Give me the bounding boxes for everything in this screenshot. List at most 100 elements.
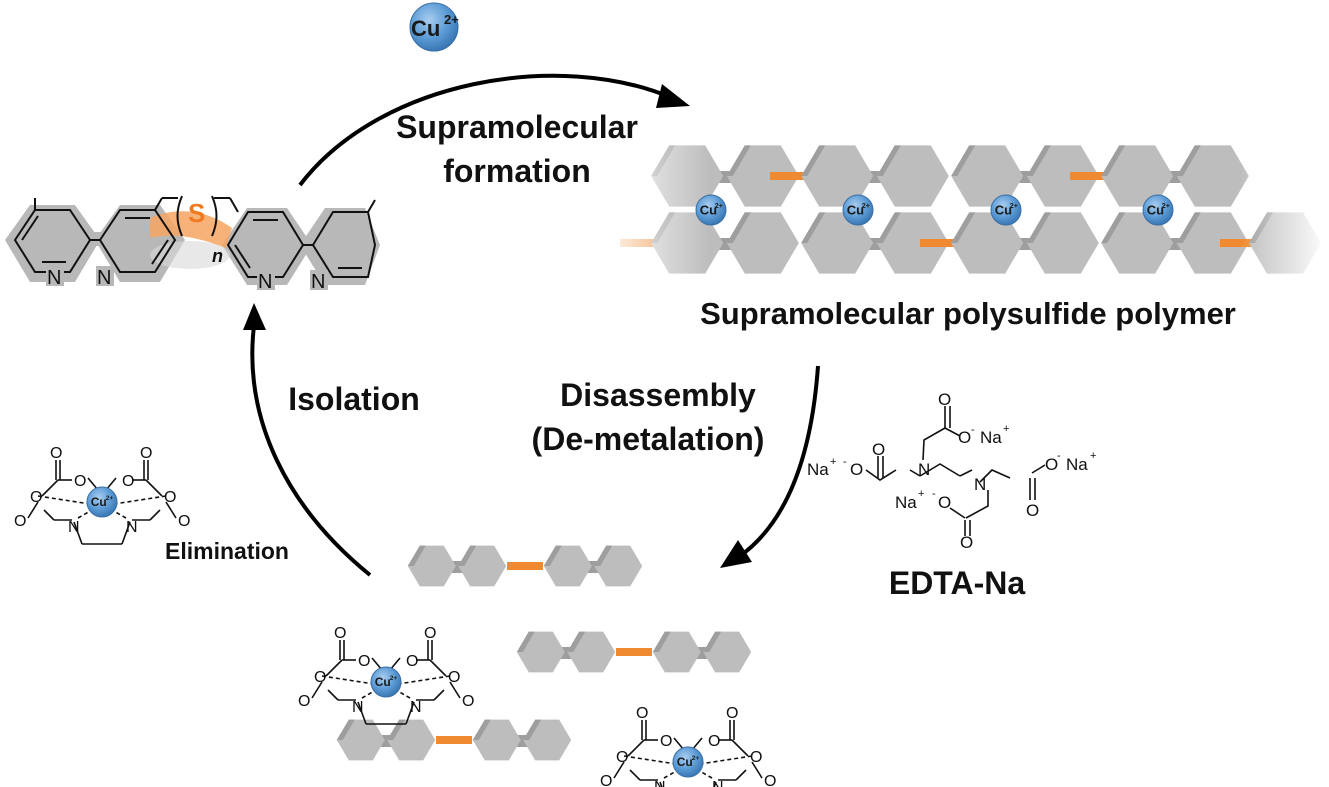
bipyridine-unit xyxy=(951,212,1099,274)
pyridine-ring xyxy=(458,545,507,587)
isolation-arrow xyxy=(250,317,372,577)
svg-text:Cu: Cu xyxy=(995,203,1012,218)
svg-text:O: O xyxy=(660,733,672,750)
pyridine-ring xyxy=(951,212,1024,274)
bipyridine-unit xyxy=(1101,145,1249,207)
svg-text:N: N xyxy=(918,460,930,479)
svg-text:Na: Na xyxy=(1066,455,1088,474)
svg-text:Cu: Cu xyxy=(375,675,391,689)
svg-text:Cu: Cu xyxy=(677,755,693,769)
pyridine-ring xyxy=(726,212,799,274)
svg-text:O: O xyxy=(50,445,62,462)
svg-text:O: O xyxy=(708,733,720,750)
pyridine-ring xyxy=(951,145,1024,207)
pyridine-ring xyxy=(1176,212,1249,274)
svg-text:O: O xyxy=(334,625,346,642)
svg-text:O: O xyxy=(462,693,474,710)
svg-text:O: O xyxy=(616,749,628,766)
pyridine-ring xyxy=(543,545,592,587)
svg-text:O: O xyxy=(358,653,370,670)
svg-text:-: - xyxy=(843,456,847,468)
polysulfide-linker xyxy=(436,736,472,744)
svg-text:O: O xyxy=(872,440,885,459)
svg-text:+: + xyxy=(918,488,924,500)
svg-text:O: O xyxy=(750,749,762,766)
pyridine-ring xyxy=(876,145,949,207)
svg-text:N: N xyxy=(68,519,80,536)
free-monomer xyxy=(516,631,752,673)
svg-text:+: + xyxy=(1003,423,1009,435)
bipyridine-unit xyxy=(407,545,507,587)
polysulfide-linker xyxy=(507,562,543,570)
sulfur-atom: S xyxy=(188,198,205,228)
svg-text:Cu: Cu xyxy=(91,495,107,509)
svg-text:O: O xyxy=(406,653,418,670)
pyridine-ring xyxy=(594,545,643,587)
svg-text:Cu: Cu xyxy=(1147,203,1164,218)
svg-text:O: O xyxy=(938,390,951,409)
bipyridine-unit xyxy=(951,145,1099,207)
svg-text:O: O xyxy=(850,460,863,479)
svg-text:O: O xyxy=(600,773,612,787)
cu-ion: Cu2+ xyxy=(1142,194,1174,226)
pyridine-ring xyxy=(523,719,572,761)
svg-text:Na: Na xyxy=(895,493,917,512)
svg-text:2+: 2+ xyxy=(862,202,870,210)
bipyridine-unit xyxy=(652,631,752,673)
repeat-n: n xyxy=(212,246,223,266)
svg-text:O: O xyxy=(1026,501,1039,520)
svg-text:N: N xyxy=(258,271,272,293)
elimination-label: Elimination xyxy=(165,538,289,564)
supramolecular-polymer: Cu2+Cu2+Cu2+Cu2+ xyxy=(600,140,1329,280)
formation-arrowhead xyxy=(656,84,690,108)
svg-text:O: O xyxy=(122,473,134,490)
svg-text:Cu: Cu xyxy=(847,203,864,218)
polysulfide-linker xyxy=(616,648,652,656)
cu-ion: Cu 2+ xyxy=(409,2,459,52)
svg-text:O: O xyxy=(164,489,176,506)
disassembled-monomers xyxy=(336,545,752,761)
svg-text:O: O xyxy=(424,625,436,642)
svg-text:2+: 2+ xyxy=(692,755,700,762)
svg-text:N: N xyxy=(126,519,138,536)
svg-text:N: N xyxy=(410,699,422,716)
polysulfide-linker xyxy=(770,172,815,180)
pyridine-ring xyxy=(652,631,701,673)
pyridine-ring xyxy=(1026,145,1099,207)
disassembly-label-line1: Disassembly xyxy=(560,377,756,413)
isolation-label: Isolation xyxy=(288,381,420,417)
svg-text:+: + xyxy=(830,456,836,468)
bipyridine-unit xyxy=(516,631,616,673)
svg-text:2+: 2+ xyxy=(715,202,723,210)
svg-text:+: + xyxy=(1090,450,1096,462)
polysulfide-linker xyxy=(1070,172,1115,180)
svg-text:O: O xyxy=(958,428,971,447)
product-label: Supramolecular polysulfide polymer xyxy=(700,296,1236,331)
svg-text:N: N xyxy=(311,271,325,293)
edta-label: EDTA-Na xyxy=(889,565,1026,601)
svg-text:2+: 2+ xyxy=(444,12,459,27)
svg-text:N: N xyxy=(974,475,986,494)
svg-text:Na: Na xyxy=(807,460,829,479)
pyridine-ring xyxy=(876,212,949,274)
svg-text:O: O xyxy=(1045,455,1058,474)
svg-text:O: O xyxy=(140,445,152,462)
pyridine-ring xyxy=(567,631,616,673)
svg-text:-: - xyxy=(932,488,936,500)
bipyridine-unit xyxy=(801,212,949,274)
formation-arrow xyxy=(298,73,673,187)
cu-ion: Cu2+ xyxy=(695,194,727,226)
cu-ion: Cu2+ xyxy=(842,194,874,226)
pyridine-ring xyxy=(407,545,456,587)
bipyridine-unit xyxy=(543,545,643,587)
svg-text:N: N xyxy=(352,699,364,716)
svg-text:2+: 2+ xyxy=(390,675,398,682)
pyridine-ring xyxy=(726,145,799,207)
svg-text:-: - xyxy=(1057,450,1061,462)
bipyridine-unit xyxy=(336,719,436,761)
svg-text:O: O xyxy=(726,705,738,722)
